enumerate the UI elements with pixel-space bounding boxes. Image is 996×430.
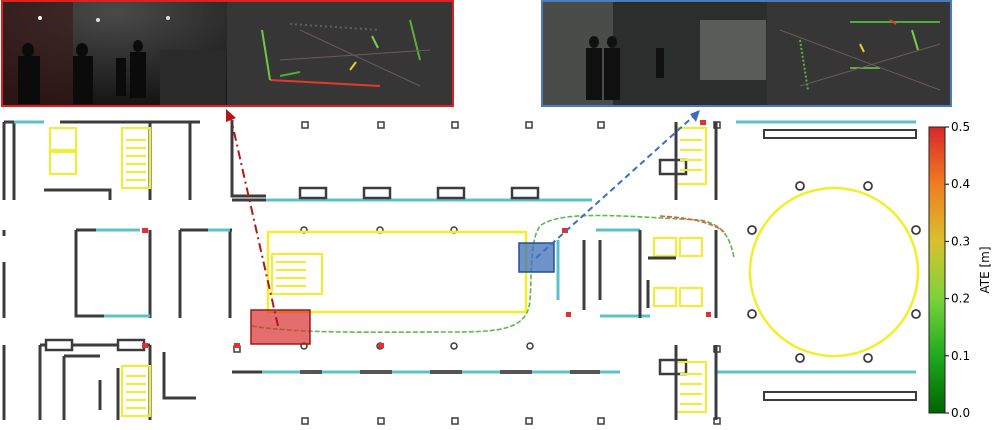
right-inset-pointer xyxy=(535,113,697,259)
benches xyxy=(763,129,917,401)
column-markers xyxy=(233,121,721,425)
inset-left-lidar xyxy=(227,2,452,105)
right-pointer-arrowhead xyxy=(690,110,700,122)
right-rooms xyxy=(582,122,718,420)
left-pointer-arrowhead xyxy=(226,109,236,122)
inset-right-lidar xyxy=(767,2,950,105)
highlight-box-left xyxy=(250,309,311,345)
circular-hall xyxy=(748,186,920,358)
inset-left-border xyxy=(1,0,454,107)
lidar-points-right xyxy=(779,19,941,91)
camera-people-right xyxy=(586,36,664,100)
colorbar-ticks: 0.0 0.1 0.2 0.3 0.4 0.5 xyxy=(945,120,970,420)
colorbar-tick-label: 0.1 xyxy=(951,349,970,363)
colorbar-tick-label: 0.5 xyxy=(951,120,970,134)
floor-plan xyxy=(2,109,921,425)
colorbar-label: ATE [m] xyxy=(978,246,992,293)
lidar-points-left xyxy=(261,19,431,87)
colorbar-fill xyxy=(928,126,946,414)
colorbar-tick-label: 0.3 xyxy=(951,234,970,248)
inset-right xyxy=(541,0,952,107)
hall-pillars xyxy=(747,181,921,363)
left-inset-pointer xyxy=(229,113,279,327)
inset-left xyxy=(1,0,454,107)
central-loop-path xyxy=(266,230,528,314)
colorbar-tick-label: 0.4 xyxy=(951,177,970,191)
camera-people-left xyxy=(18,40,146,104)
colorbar-tick-label: 0.0 xyxy=(951,406,970,420)
trajectory-error-segment xyxy=(659,215,725,233)
colorbar-tick-label: 0.2 xyxy=(951,292,970,306)
colorbar: 0.0 0.1 0.2 0.3 0.4 0.5 ATE [m] xyxy=(928,120,992,420)
inset-right-border xyxy=(541,0,952,107)
red-marks xyxy=(142,120,711,348)
wall-blocks xyxy=(44,158,688,376)
trajectory xyxy=(251,214,735,334)
